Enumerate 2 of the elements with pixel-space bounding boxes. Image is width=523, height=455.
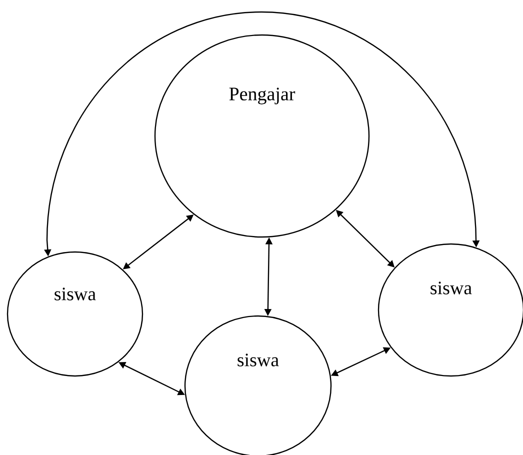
ellipse-node: siswa (6, 251, 144, 377)
ellipse-node: Pengajar (154, 34, 370, 238)
